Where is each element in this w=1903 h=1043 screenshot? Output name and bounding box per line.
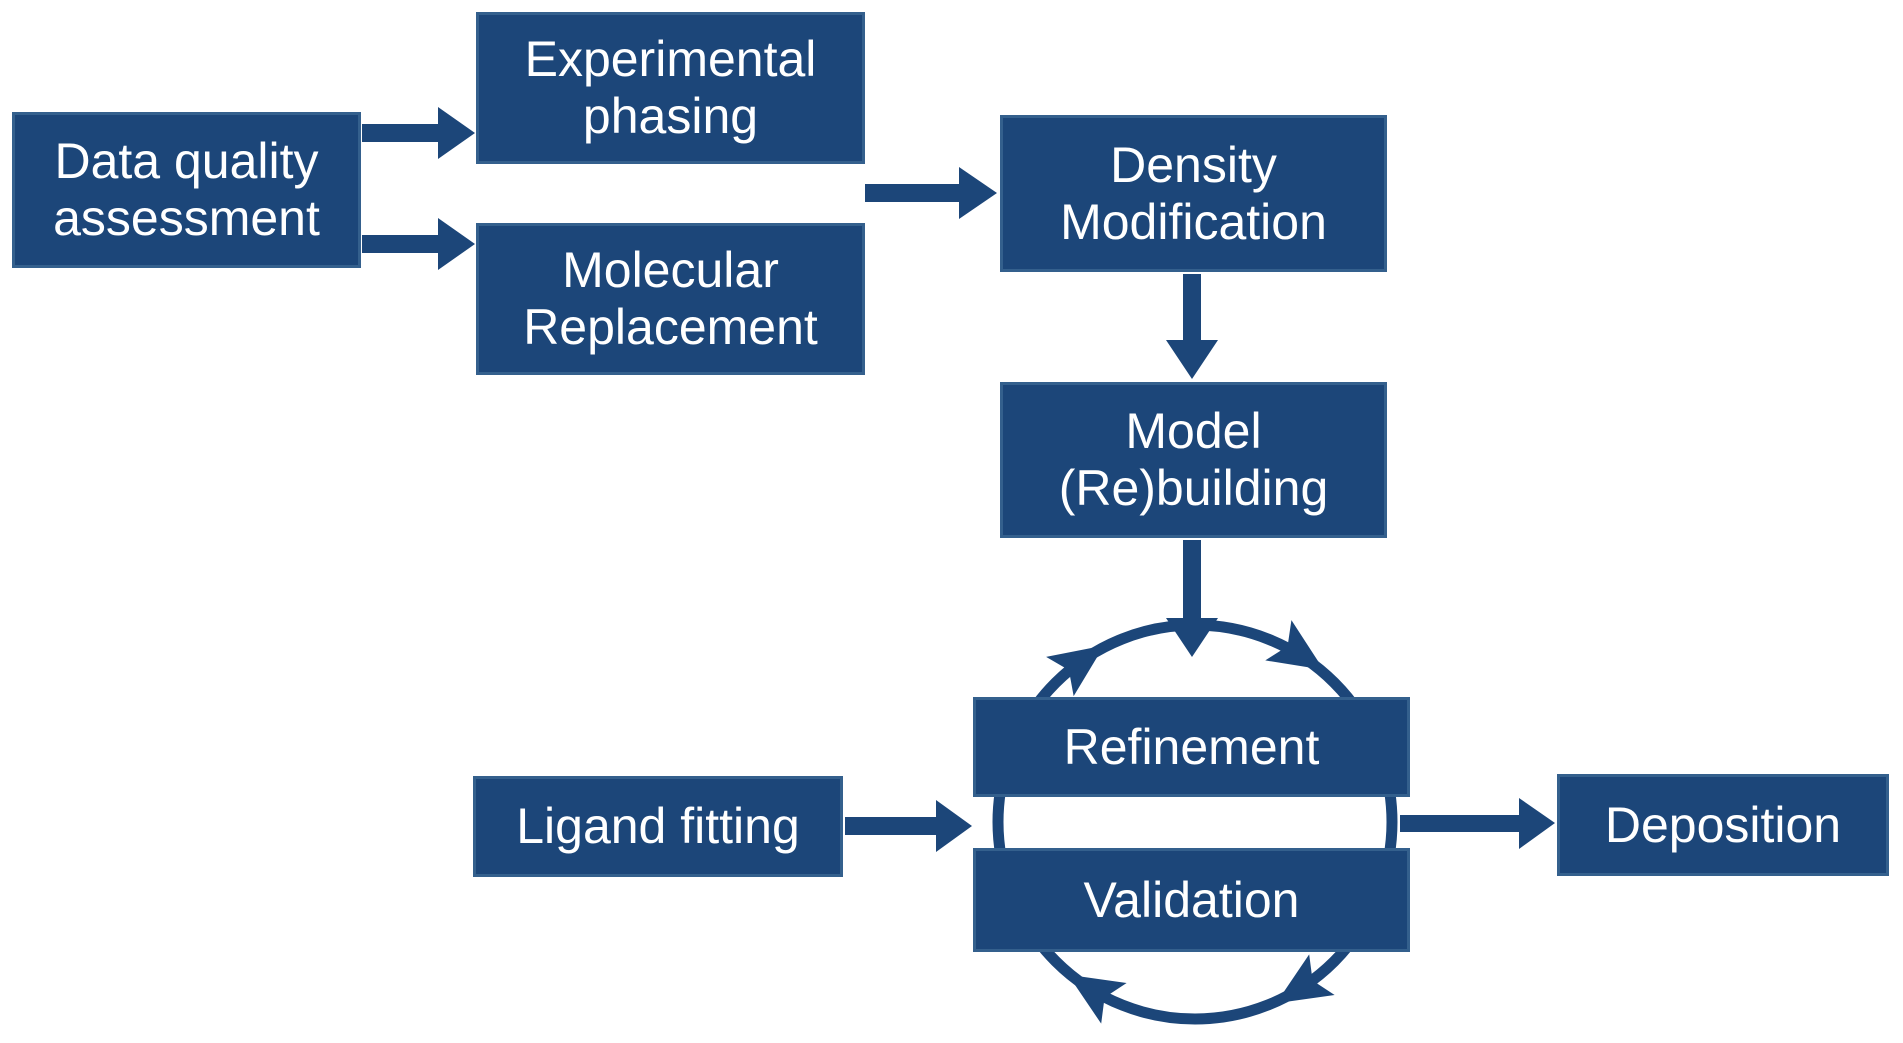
arrow-cycle-to-deposition: [1400, 798, 1555, 849]
node-model-rebuilding: Model (Re)building: [1000, 382, 1387, 538]
cycle-arrowhead-top-left: [1046, 645, 1105, 697]
node-validation: Validation: [973, 848, 1410, 952]
node-data-quality-assessment: Data quality assessment: [12, 112, 361, 268]
node-ligand-fitting: Ligand fitting: [473, 776, 843, 877]
arrow-dataquality-to-phasing: [362, 107, 475, 159]
arrow-modelbuilding-to-cycle: [1166, 540, 1218, 657]
cycle-arrowhead-top-right: [1265, 620, 1324, 670]
arrow-to-density-modification: [865, 167, 997, 219]
arrow-ligandfitting-to-cycle: [845, 800, 972, 852]
arrow-density-to-modelbuilding: [1166, 274, 1218, 379]
cycle-arrowhead-bottom-right: [1276, 954, 1335, 1004]
node-molecular-replacement: Molecular Replacement: [476, 223, 865, 375]
refinement-validation-cycle: [992, 619, 1398, 1025]
cycle-arrowhead-bottom-left: [1068, 974, 1127, 1024]
node-refinement: Refinement: [973, 697, 1410, 797]
cycle-circle: [992, 619, 1398, 1025]
arrow-dataquality-to-replacement: [362, 218, 475, 270]
node-experimental-phasing: Experimental phasing: [476, 12, 865, 164]
node-density-modification: Density Modification: [1000, 115, 1387, 272]
node-deposition: Deposition: [1557, 774, 1889, 876]
